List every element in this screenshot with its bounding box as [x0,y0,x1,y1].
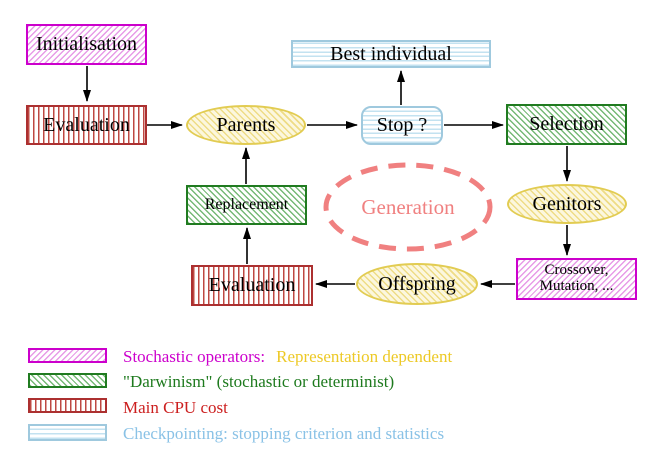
legend-item-stochastic-operators: Stochastic operators: Representation depe… [123,347,452,367]
node-replacement: Replacement [186,185,307,225]
legend-label-representation: Representation dependent [276,347,453,366]
legend-label-checkpointing: Checkpointing: stopping criterion and st… [123,424,445,443]
node-initialisation-label: Initialisation [35,33,138,55]
node-evaluation-top: Evaluation [26,105,147,145]
node-replacement-label: Replacement [204,195,289,213]
node-evaluation-top-label: Evaluation [43,113,130,136]
node-crossover-line2: Mutation, ... [539,278,614,294]
legend-swatch-stochastic-operators [28,348,107,363]
node-evaluation-bottom: Evaluation [191,265,313,306]
node-stop: Stop ? [361,106,443,145]
node-offspring-label: Offspring [378,272,456,295]
legend-item-checkpointing: Checkpointing: stopping criterion and st… [123,424,444,444]
legend-item-cpu-cost: Main CPU cost [123,398,228,418]
node-crossover-line1: Crossover, [544,262,609,279]
node-crossover-mutation: Crossover, Mutation, ... [516,258,637,300]
node-generation: Generation [326,163,490,251]
legend-label-cpu-cost: Main CPU cost [123,398,228,417]
node-selection-label: Selection [529,113,604,135]
node-generation-label: Generation [361,194,455,219]
legend-swatch-cpu-cost [28,398,107,413]
node-selection: Selection [506,104,627,145]
legend-swatch-checkpointing [28,424,107,441]
node-evaluation-bottom-label: Evaluation [208,274,296,296]
legend-label-stochastic: Stochastic operators: [123,347,266,366]
legend-item-darwinism: "Darwinism" (stochastic or determinist) [123,372,394,392]
node-parents: Parents [186,105,306,145]
node-genitors-label: Genitors [532,192,602,215]
node-best-individual: Best individual [291,40,491,68]
node-stop-label: Stop ? [376,114,428,136]
node-best-individual-label: Best individual [330,42,452,65]
node-parents-label: Parents [216,113,276,136]
legend-swatch-darwinism [28,373,107,388]
node-offspring: Offspring [356,263,478,305]
node-genitors: Genitors [507,184,627,224]
node-initialisation: Initialisation [26,24,147,65]
legend-label-darwinism: "Darwinism" (stochastic or determinist) [123,372,395,391]
